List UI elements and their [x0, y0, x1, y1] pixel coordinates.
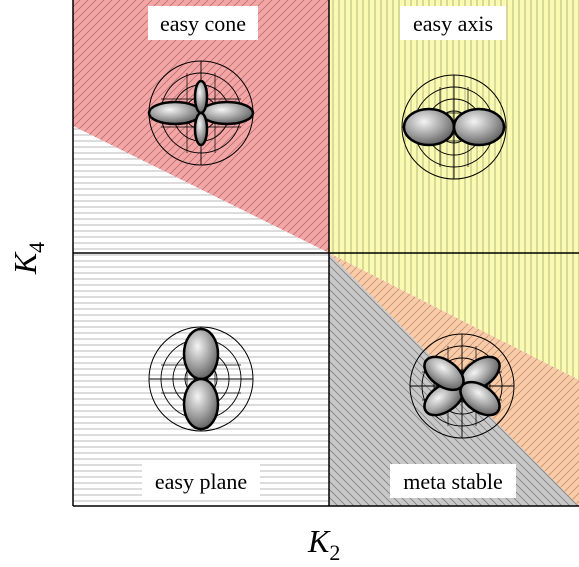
- meta-stable-label: meta stable: [403, 469, 503, 494]
- easy-cone-polar-icon: [147, 60, 255, 166]
- easy-plane-upper-hatch: [73, 126, 329, 253]
- easy-axis-polar-icon: [401, 74, 507, 180]
- k4-axis-label-group: K4: [7, 242, 49, 275]
- k4-axis-label: K4: [7, 242, 49, 275]
- k2-axis-label: K2: [307, 523, 340, 565]
- easy-axis-hatch: [329, 0, 579, 380]
- easy-axis-label: easy axis: [413, 11, 493, 36]
- easy-cone-label: easy cone: [160, 11, 246, 36]
- easy-plane-label: easy plane: [155, 469, 247, 494]
- meta-stable-polar-icon: [409, 333, 515, 439]
- easy-plane-polar-icon: [148, 326, 254, 432]
